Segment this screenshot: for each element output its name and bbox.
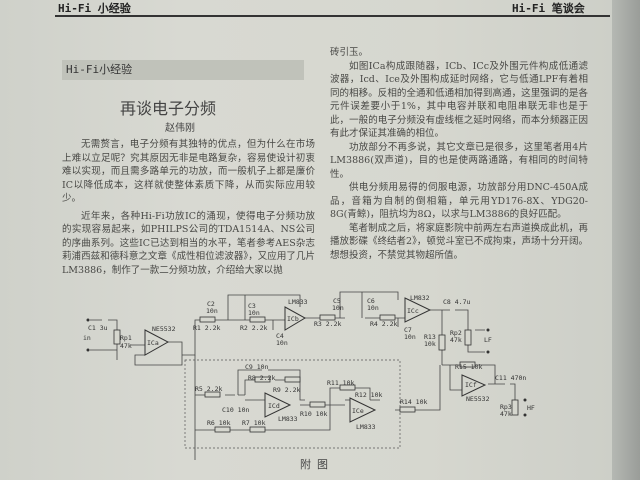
label-lf: LF [484,336,492,344]
opamp-icc [404,297,432,323]
label-ne5532-a: NE5532 [152,325,176,333]
label-rp3-value: 47k [500,410,512,418]
label-r9: R9 2.2k [273,386,300,394]
opamp-icb [284,306,307,331]
label-icd: ICd [268,402,280,410]
label-r6: R6 10k [207,419,231,427]
resistor-symbols [113,314,519,433]
paragraph: 供电分频用易得的伺服电源，功放部分用DNC-450A成品，音箱为自制的倒相箱，单… [330,182,588,220]
article-title: 再谈电子分频 [120,99,217,118]
terminals [86,318,527,417]
paragraph: 无需赘言，电子分频有其独特的优点，但为什么在市场上难以立足呢？究其原因无非是电路… [62,139,315,204]
paragraph: 砖引玉。 [330,47,369,58]
label-r13-value: 10k [424,340,436,348]
label-c9: C9 10n [245,363,269,371]
label-ne5532-f: NE5532 [466,395,490,403]
label-r8: R8 2.2k [248,374,275,382]
label-rp2-value: 47k [450,336,462,344]
label-icf: ICf [465,381,477,389]
label-c3: C3 [248,302,256,310]
section-band: Hi-Fi小经验 [62,60,304,80]
label-lm833-d: LM833 [278,415,298,423]
label-ica: ICa [147,339,159,347]
article-author: 赵伟刚 [165,123,195,134]
label-c5-value: 10n [332,304,344,312]
label-c1: C1 3u [88,324,108,332]
label-c5: C5 [333,297,341,305]
label-c10: C10 10n [222,406,249,414]
label-r15: R15 10k [455,363,482,371]
label-c6-value: 10n [367,304,379,312]
label-r7: R7 10k [242,419,266,427]
label-c7: C7 [404,326,412,334]
label-rp1-value: 47k [120,342,132,350]
label-icb: ICb [287,315,299,323]
label-ice: ICe [352,407,364,415]
figure-caption: 附图 [300,458,334,471]
opamp-icd [264,392,292,418]
opamp-symbols [144,297,487,423]
label-c4-value: 10n [276,339,288,347]
opamp-ice [349,397,377,423]
component-labels: C1 3u in Rp1 47k ICa NE5532 R1 2.2k C2 1… [83,294,535,431]
label-c7-value: 10n [404,333,416,341]
label-icc: ICc [407,307,419,315]
label-r13: R13 [424,333,436,341]
paragraph: 功放部分不再多说，其它文章已是很多，这里笔者用4片LM3886(双声道)，目的也… [330,141,588,180]
paragraph: 如图ICa构成跟随器，ICb、ICc及外围元件构成低通滤波器，Icd、Ice及外… [330,60,588,140]
page-edge-shadow [612,0,640,480]
left-column: 无需赘言，电子分频有其独特的优点，但为什么在市场上难以立足呢？究其原因无非是电路… [62,138,315,277]
label-r3: R3 2.2k [314,320,341,328]
delay-network-box [184,359,401,449]
label-in: in [83,334,91,342]
label-c2-value: 10n [206,307,218,315]
label-c6: C6 [367,297,375,305]
schematic-wires [90,291,516,460]
header-rule [55,15,610,17]
label-r12: R12 10k [355,391,382,399]
label-hf: HF [527,404,535,412]
label-r1: R1 2.2k [193,324,220,332]
label-c8: C8 4.7u [443,298,470,306]
right-column: 砖引玉。 如图ICa构成跟随器，ICb、ICc及外围元件构成低通滤波器，Icd、… [330,46,588,262]
label-r2: R2 2.2k [240,324,267,332]
scanned-page [0,0,612,480]
label-lm832: LM832 [410,294,430,302]
label-c2: C2 [207,300,215,308]
label-rp1: Rp1 [120,334,132,342]
running-header-left: Hi-Fi 小经验 [58,2,131,15]
label-rp2: Rp2 [450,329,462,337]
label-r10: R10 10k [300,410,327,418]
label-c11: C11 470n [495,374,526,382]
opamp-ica [144,329,170,356]
running-header-right: Hi-Fi 笔谈会 [512,2,585,15]
label-rp3: Rp3 [500,403,512,411]
label-c4: C4 [276,332,284,340]
label-lm833-b: LM833 [288,298,308,306]
paragraph: 近年来，各种Hi-Fi功放IC的涌现，使得电子分频功放的实现容易起来，如PHIL… [62,210,315,276]
paragraph: 笔者制成之后，将家庭影院中前两左右声道换成此机，再播放影碟《终结者2》，顿觉斗室… [330,222,588,261]
label-r11: R11 10k [327,379,354,387]
label-r5: R5 2.2k [195,385,222,393]
label-c3-value: 10n [248,309,260,317]
label-lm833-e: LM833 [356,423,376,431]
label-r4: R4 2.2k [370,320,397,328]
label-r14: R14 10k [400,398,427,406]
opamp-icf [461,374,487,397]
